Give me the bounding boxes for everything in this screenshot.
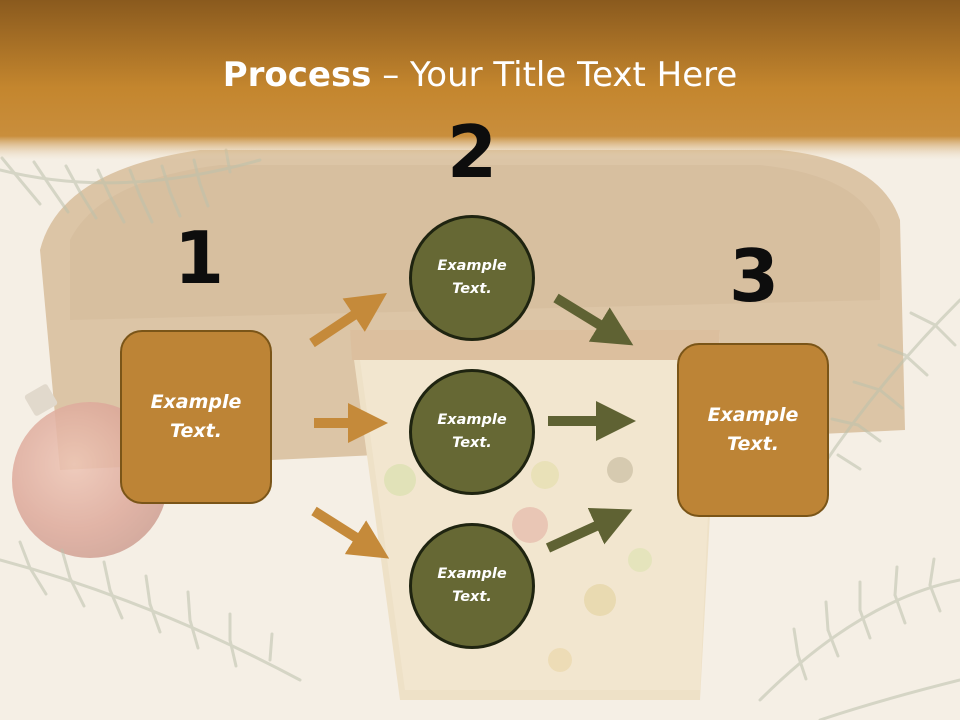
step-number-1: 1 <box>173 216 225 300</box>
step-number-3: 3 <box>728 234 780 318</box>
title-rest: – Your Title Text Here <box>371 55 738 95</box>
step-1-text: Example Text. <box>150 391 242 442</box>
arrow-1-to-circle-bottom <box>311 506 390 559</box>
arrow-1-to-circle-top <box>309 293 387 348</box>
circle-top-text: Example Text. <box>437 258 507 297</box>
step-1-box[interactable]: Example Text. <box>120 330 272 504</box>
step-2-circle-middle[interactable]: Example Text. <box>409 369 535 495</box>
step-2-circle-top[interactable]: Example Text. <box>409 215 535 341</box>
step-3-text: Example Text. <box>707 404 799 455</box>
step-2-circle-bottom[interactable]: Example Text. <box>409 523 535 649</box>
circle-bottom-text: Example Text. <box>437 566 507 605</box>
step-number-2: 2 <box>446 110 498 194</box>
arrow-circle-bottom-to-3 <box>545 507 633 553</box>
slide-title: Process – Your Title Text Here <box>0 52 960 98</box>
title-bold: Process <box>222 55 372 95</box>
step-3-box[interactable]: Example Text. <box>677 343 829 517</box>
circle-middle-text: Example Text. <box>437 412 507 451</box>
arrow-circle-top-to-3 <box>553 293 634 346</box>
